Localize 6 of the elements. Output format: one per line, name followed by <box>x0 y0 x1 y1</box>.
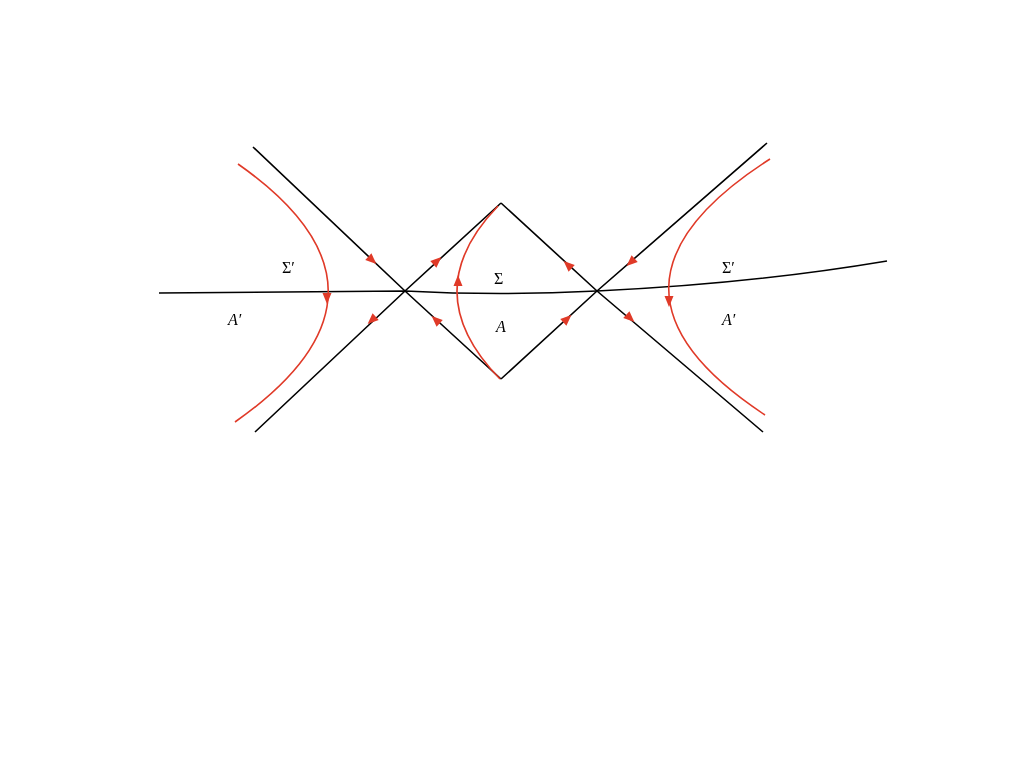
region-label: A <box>496 318 506 336</box>
region-label: A′ <box>722 311 736 329</box>
region-label: A′ <box>228 311 242 329</box>
region-label: Σ <box>494 270 504 288</box>
region-label: Σ′ <box>722 259 735 277</box>
region-label: Σ′ <box>282 259 295 277</box>
